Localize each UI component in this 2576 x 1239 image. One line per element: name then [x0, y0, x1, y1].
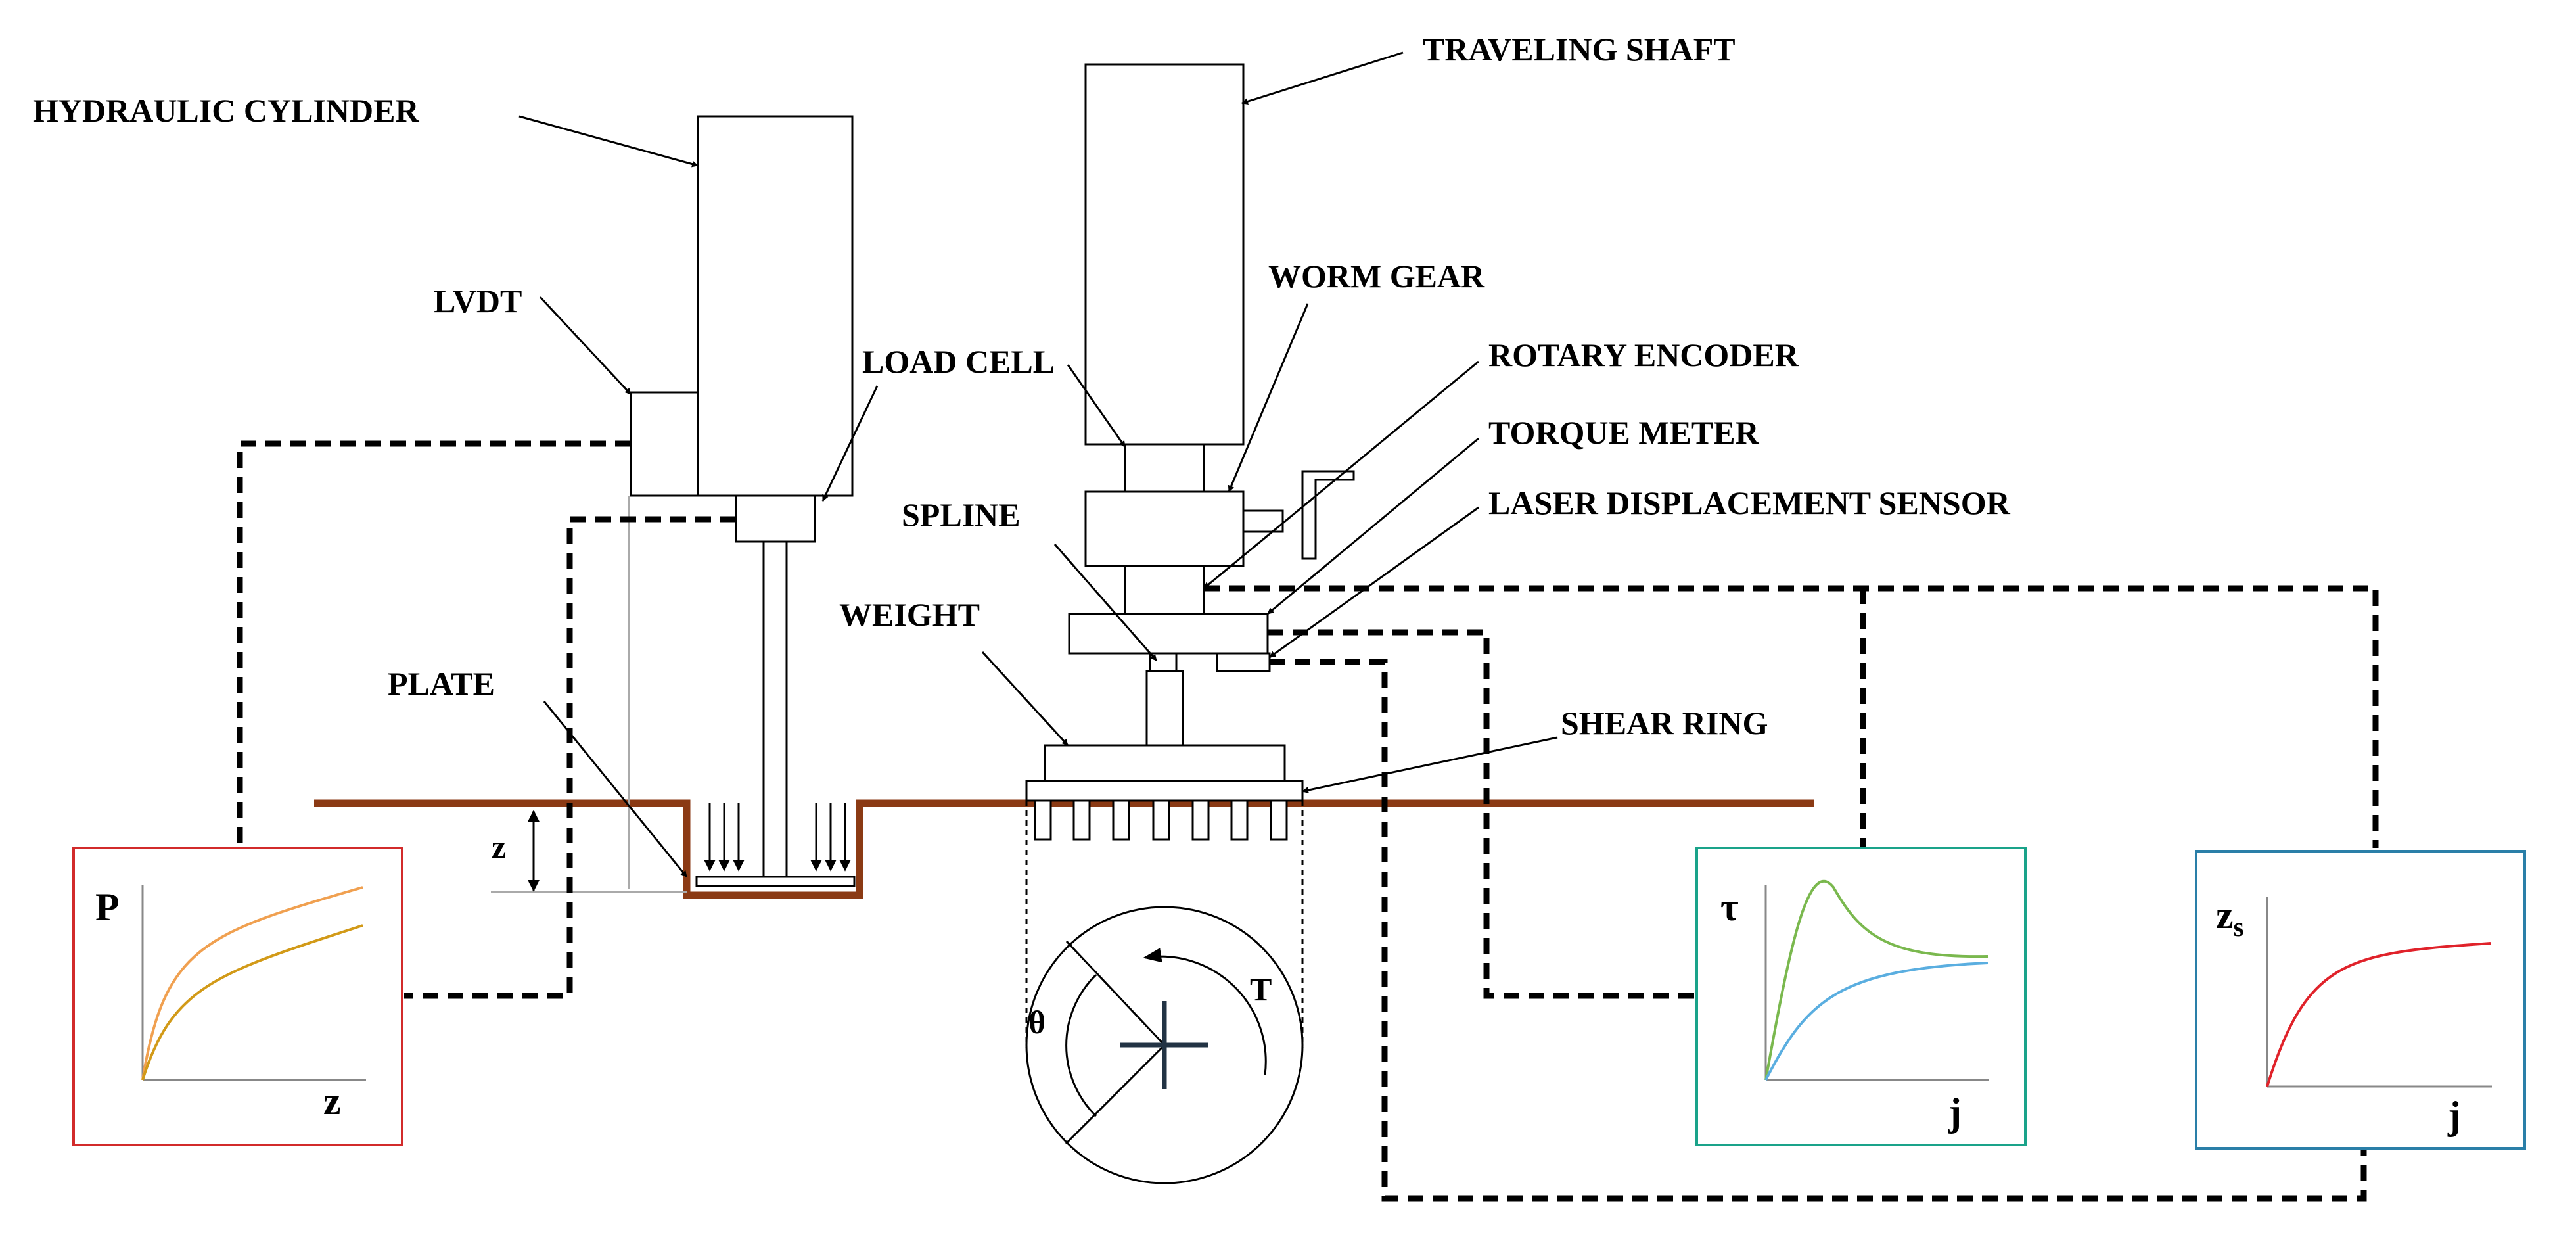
leader-arrows — [518, 51, 1558, 877]
shear-ring-top-view — [1025, 801, 1304, 1184]
leader-hydraulic-cylinder — [518, 115, 699, 168]
torque-meter — [1068, 613, 1269, 655]
graph3-x-label: j — [2447, 1094, 2461, 1137]
label-torque-meter: TORQUE METER — [1488, 414, 1760, 451]
shear-rig — [1025, 63, 1355, 802]
graph-pressure-sinkage: P z — [72, 847, 403, 1146]
label-load-cell: LOAD CELL — [862, 343, 1055, 380]
wire-torque-meter — [1268, 629, 1697, 999]
lvdt-body — [630, 391, 699, 497]
load-cell — [735, 494, 816, 543]
wire-lvdt — [237, 440, 631, 848]
pressure-arrows — [704, 803, 851, 872]
wire-load-cell — [404, 516, 736, 999]
label-rotary-encoder: ROTARY ENCODER — [1488, 337, 1799, 373]
graph2-curve-peak — [1764, 879, 1989, 1081]
graph1-y-label: P — [95, 885, 120, 929]
shear-ring — [1025, 780, 1304, 802]
wire-rotary-encoder — [1204, 585, 2379, 848]
plate — [695, 876, 856, 887]
graph3-y-label: zs — [2216, 893, 2244, 942]
shear-ring-grousers — [1034, 799, 1288, 841]
torque-arc — [1143, 948, 1267, 1075]
sinkage-dimension: z — [492, 810, 540, 892]
leader-load-cell-2 — [1067, 364, 1126, 448]
graph-slip-sinkage: zs j — [2195, 850, 2526, 1150]
lower-shaft — [1124, 565, 1205, 615]
center-cross — [1120, 1001, 1208, 1089]
leader-load-cell — [821, 385, 879, 502]
graph2-x-label: j — [1948, 1090, 1962, 1134]
label-hydraulic-cylinder: HYDRAULIC CYLINDER — [33, 92, 419, 129]
leader-plate — [543, 701, 688, 877]
hydraulic-cylinder — [697, 115, 854, 497]
leader-rotary-encoder — [1203, 360, 1479, 590]
graph1-curve-lower — [141, 924, 363, 1081]
upper-shaft — [1124, 443, 1205, 493]
weight — [1044, 744, 1286, 782]
laser-sensor — [1216, 652, 1271, 672]
label-laser-displacement-sensor: LASER DISPLACEMENT SENSOR — [1488, 484, 2011, 521]
graph3-curve — [2266, 942, 2491, 1087]
graph-shear-stress: τ j — [1695, 847, 2027, 1146]
theta-label: θ — [1028, 1004, 1046, 1040]
soil-surface — [314, 799, 1814, 899]
leader-worm-gear — [1228, 303, 1309, 492]
leader-traveling-shaft — [1241, 51, 1404, 105]
worm-gear-housing — [1084, 490, 1245, 567]
wire-laser — [1270, 659, 2367, 1202]
label-shear-ring: SHEAR RING — [1561, 705, 1768, 741]
label-worm-gear: WORM GEAR — [1268, 258, 1485, 294]
spline-shaft — [1145, 670, 1184, 747]
theta-arc — [1065, 973, 1097, 1117]
leader-weight — [981, 651, 1069, 747]
piston-rod — [762, 540, 788, 878]
leader-laser — [1269, 506, 1479, 659]
leader-spline — [1053, 544, 1158, 661]
leader-lvdt — [539, 296, 632, 396]
traveling-shaft — [1084, 63, 1245, 446]
graph1-x-label: z — [323, 1079, 341, 1123]
graph-pressure-frame — [72, 847, 403, 1146]
graph1-curve-upper — [141, 886, 363, 1081]
label-lvdt: LVDT — [434, 283, 522, 319]
graph2-y-label: τ — [1720, 885, 1739, 929]
theta-radius — [1065, 940, 1166, 1046]
leader-shear-ring — [1302, 736, 1558, 794]
torque-label: T — [1250, 971, 1272, 1008]
spline-small — [1149, 652, 1178, 672]
theta-radius-2 — [1065, 1044, 1166, 1145]
labels: TRAVELING SHAFT HYDRAULIC CYLINDER WORM … — [33, 31, 2011, 741]
graph-sinkage-frame — [2195, 850, 2526, 1150]
label-weight: WEIGHT — [839, 596, 980, 633]
label-spline: SPLINE — [902, 496, 1021, 533]
z-dimension-label: z — [492, 828, 506, 865]
graph-shear-frame — [1695, 847, 2027, 1146]
label-traveling-shaft: TRAVELING SHAFT — [1423, 31, 1736, 68]
signal-wires — [237, 440, 2379, 1202]
graph2-curve-plateau — [1764, 962, 1989, 1081]
worm-gear-crank — [1301, 470, 1355, 560]
plate-sinkage-rig — [630, 115, 856, 887]
leader-torque-meter — [1267, 437, 1479, 615]
label-plate: PLATE — [388, 665, 495, 702]
